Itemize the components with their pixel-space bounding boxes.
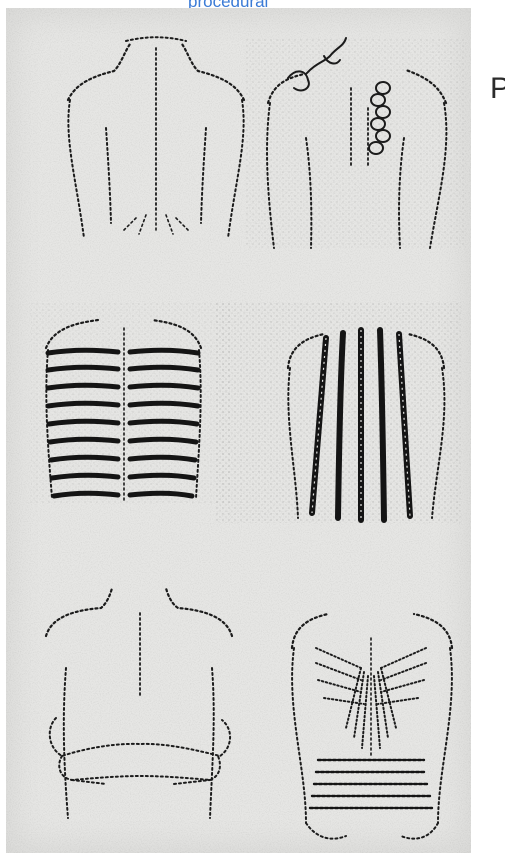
paper-noise: [6, 8, 471, 853]
side-letter-text: P: [490, 72, 505, 106]
photo-of-printed-page: [6, 8, 471, 853]
illustration-svg: [6, 8, 471, 853]
